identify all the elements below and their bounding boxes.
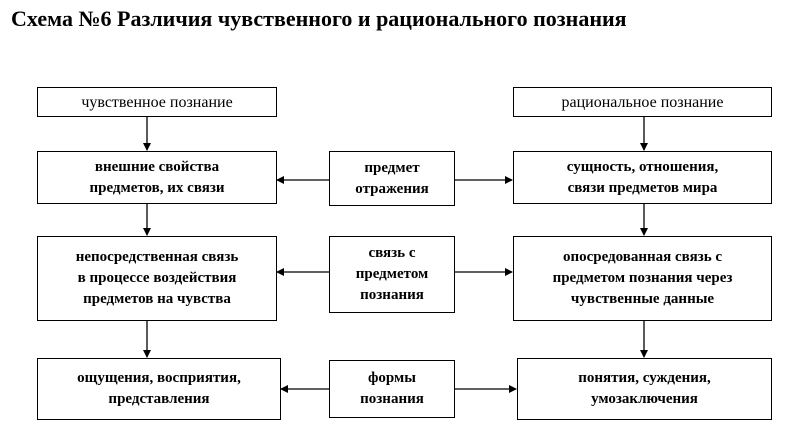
connection-with-subject-box: связь с предметом познания <box>329 236 455 313</box>
subject-of-reflection-label: предмет отражения <box>355 159 429 197</box>
sensory-connection-label: непосредственная связь в процессе воздей… <box>75 249 239 307</box>
subject-of-reflection-box: предмет отражения <box>329 151 455 206</box>
sensory-cognition-header: чувственное познание <box>37 87 277 117</box>
rational-properties-label: сущность, отношения, связи предметов мир… <box>566 158 719 196</box>
forms-of-cognition-label: формы познания <box>360 370 424 407</box>
rational-forms-box: понятия, суждения, умозаключения <box>517 358 772 420</box>
sensory-connection-box: непосредственная связь в процессе воздей… <box>37 236 277 321</box>
sensory-properties-label: внешние свойства предметов, их связи <box>89 158 225 196</box>
connection-with-subject-label: связь с предметом познания <box>355 245 429 303</box>
rational-properties-box: сущность, отношения, связи предметов мир… <box>513 151 772 204</box>
rational-cognition-header: рациональное познание <box>513 87 772 117</box>
rational-connection-label: опосредованная связь с предметом познани… <box>552 249 733 307</box>
forms-of-cognition-box: формы познания <box>329 360 455 418</box>
sensory-properties-box: внешние свойства предметов, их связи <box>37 151 277 204</box>
sensory-forms-box: ощущения, восприятия, представления <box>37 358 281 420</box>
rational-forms-label: понятия, суждения, умозаключения <box>578 370 711 407</box>
rational-cognition-header-label: рациональное познание <box>561 93 724 111</box>
diagram-title: Схема №6 Различия чувственного и рациона… <box>11 6 627 31</box>
rational-connection-box: опосредованная связь с предметом познани… <box>513 236 772 321</box>
sensory-cognition-header-label: чувственное познание <box>81 93 233 111</box>
sensory-forms-label: ощущения, восприятия, представления <box>77 370 241 407</box>
